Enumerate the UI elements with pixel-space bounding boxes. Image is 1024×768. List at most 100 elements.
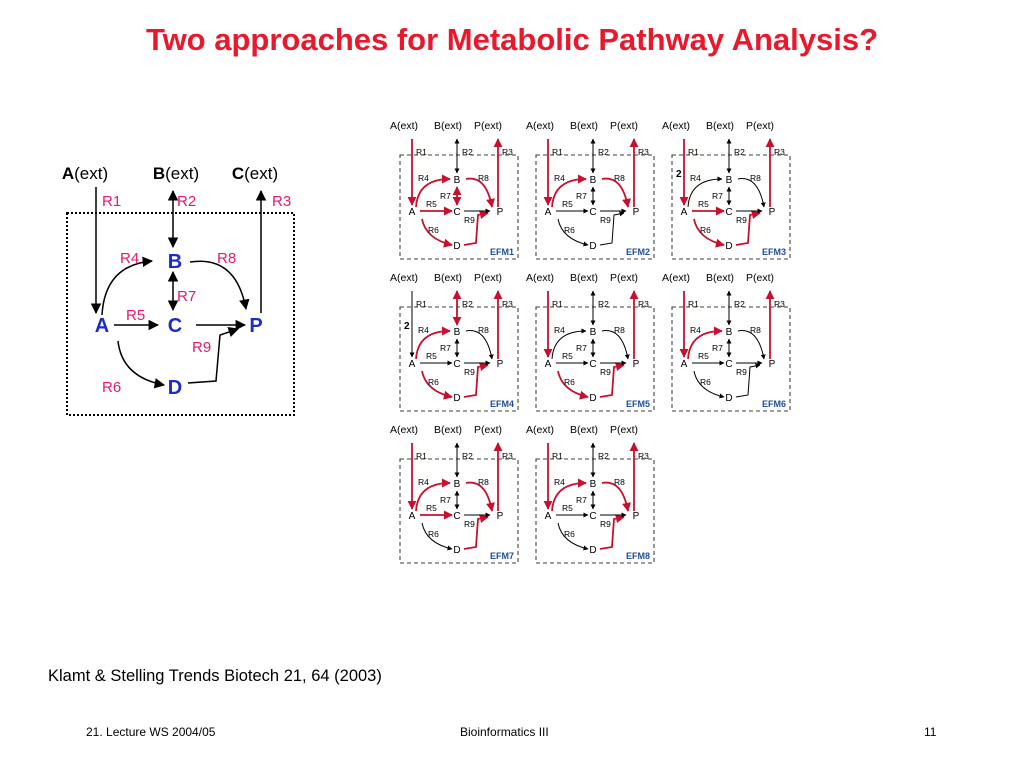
efm-node-p: P [769, 207, 776, 218]
node-C: C [168, 315, 182, 337]
efm-node-b: B [590, 479, 597, 490]
reaction-label-R6: R6 [102, 379, 121, 396]
node-B: B [168, 251, 182, 273]
efm-reaction-label: R3 [774, 299, 785, 309]
efm-reaction-label: R8 [750, 173, 761, 183]
efm-ext-label: A(ext) [662, 120, 690, 132]
efm-reaction-label: R2 [734, 147, 745, 157]
efm-ext-label: A(ext) [526, 272, 554, 284]
efm-reaction-label: R4 [554, 173, 565, 183]
efm-arrow-r6 [421, 370, 453, 400]
efm-multiplier: 2 [404, 321, 410, 332]
efm-reaction-label: R4 [554, 477, 565, 487]
efm-reaction-label: R9 [464, 215, 475, 225]
efm-arrow-r8 [601, 177, 631, 208]
reaction-label-R5: R5 [126, 307, 145, 324]
efm-reaction-label: R3 [638, 299, 649, 309]
efm-reaction-label: R6 [564, 225, 575, 235]
reaction-label-R8: R8 [217, 250, 236, 267]
efm-ext-label: A(ext) [526, 424, 554, 436]
efm-reaction-label: R7 [440, 495, 451, 505]
efm-arrow-r6 [421, 522, 453, 551]
ext-C-label: C(ext) [232, 164, 278, 183]
arrow-R6 [117, 340, 166, 389]
efm-node-b: B [590, 175, 597, 186]
efm-reaction-label: R2 [462, 299, 473, 309]
footer-lecture: 21. Lecture WS 2004/05 [86, 725, 216, 739]
efm-reaction-label: R4 [418, 325, 429, 335]
efm-reaction-label: R2 [462, 147, 473, 157]
efm-node-d: D [453, 393, 460, 404]
efm-ext-label: P(ext) [746, 272, 774, 284]
efm-reaction-label: R1 [552, 299, 563, 309]
efm-ext-label: B(ext) [706, 272, 734, 284]
efm-arrow-r4 [551, 478, 587, 512]
efm-arrow-r9 [599, 362, 625, 398]
efm-reaction-label: R5 [562, 199, 573, 209]
efm-arrow-r6 [557, 522, 589, 551]
efm-ext-label: B(ext) [434, 120, 462, 132]
efm-reaction-label: R3 [638, 147, 649, 157]
efm-node-c: C [589, 359, 596, 370]
efm-ext-label: B(ext) [570, 120, 598, 132]
efm-node-a: A [409, 511, 416, 522]
efm-name-label: EFM4 [490, 399, 514, 409]
efm-name-label: EFM1 [490, 247, 514, 257]
efm-reaction-label: R1 [416, 299, 427, 309]
efm-arrow-r8 [737, 178, 766, 208]
efm-ext-label: B(ext) [706, 120, 734, 132]
efm-node-c: C [453, 511, 460, 522]
efm-arrow-r8 [601, 481, 631, 512]
efm-ext-label: P(ext) [474, 424, 502, 436]
efm-reaction-label: R3 [502, 451, 513, 461]
efm-arrow-r4 [415, 478, 451, 512]
efm-ext-label: A(ext) [390, 120, 418, 132]
reaction-label-R2: R2 [177, 193, 196, 210]
arrow-R9 [187, 327, 239, 384]
efm-name-label: EFM5 [626, 399, 650, 409]
efm-reaction-label: R9 [464, 519, 475, 529]
efm-multiplier: 2 [676, 169, 682, 180]
efm-arrow-r9 [735, 363, 761, 398]
efm-arrow-r6 [557, 370, 589, 400]
ext-A-label: A(ext) [62, 164, 108, 183]
efm-reaction-label: R3 [774, 147, 785, 157]
efm-reaction-label: R5 [698, 351, 709, 361]
efm-reaction-label: R4 [418, 173, 429, 183]
efm-reaction-label: R9 [736, 367, 747, 377]
efm-reaction-label: R8 [478, 325, 489, 335]
efm-node-p: P [633, 207, 640, 218]
efm-node-p: P [633, 511, 640, 522]
efm-ext-label: B(ext) [570, 272, 598, 284]
efm-node-b: B [454, 175, 461, 186]
efm-reaction-label: R9 [464, 367, 475, 377]
efm-reaction-label: R6 [428, 529, 439, 539]
efm-reaction-label: R1 [552, 451, 563, 461]
arrow-R4 [101, 256, 154, 316]
efm-reaction-label: R8 [614, 173, 625, 183]
efm-reaction-label: R7 [440, 191, 451, 201]
efm-reaction-label: R6 [564, 529, 575, 539]
efm-reaction-label: R8 [750, 325, 761, 335]
efm-ext-label: B(ext) [570, 424, 598, 436]
efm-arrow-r6 [693, 370, 725, 399]
efm-ext-label: A(ext) [390, 424, 418, 436]
efm-name-label: EFM3 [762, 247, 786, 257]
efm-reaction-label: R6 [700, 377, 711, 387]
efm-reaction-label: R6 [564, 377, 575, 387]
efm-reaction-label: R3 [502, 147, 513, 157]
efm-ext-label: P(ext) [474, 120, 502, 132]
efm-reaction-label: R1 [552, 147, 563, 157]
footer-page-number: 11 [924, 725, 937, 739]
efm-node-b: B [590, 327, 597, 338]
efm-reaction-label: R2 [462, 451, 473, 461]
efm-arrow-r9 [463, 514, 489, 550]
efm-reaction-label: R2 [734, 299, 745, 309]
efm-node-a: A [681, 359, 688, 370]
efm-name-label: EFM2 [626, 247, 650, 257]
efm-ext-label: P(ext) [610, 272, 638, 284]
